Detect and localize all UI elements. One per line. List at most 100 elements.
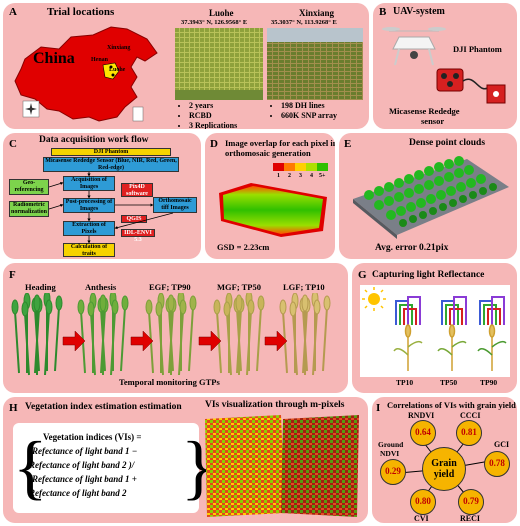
panel-d: D Image overlap for each pixel in orthom…	[205, 133, 335, 259]
panel-d-title-line2: orthomosaic generation	[225, 148, 311, 158]
site-luohe-bullets: 2 years RCBD 3 Replications	[179, 101, 237, 129]
box-pix4d: Pix4D software	[121, 183, 153, 197]
label-tp10: TP10	[396, 378, 414, 387]
vi-name-cvi: CVI	[414, 514, 429, 523]
workflow-arrows	[48, 172, 174, 244]
box-geo-referencing: Geo-referencing	[9, 179, 49, 195]
plant-anthesis	[77, 293, 129, 376]
box-qgis: QGIS	[121, 215, 147, 223]
grain-yield-label: Grain yield	[431, 458, 457, 480]
panel-d-title-line1: Image overlap for each pixel in	[225, 138, 335, 148]
xinxiang-field-image	[267, 28, 363, 100]
stage-anthesis: Anthesis	[85, 282, 117, 292]
panel-h: H Vegetation index estimation estimation…	[3, 397, 368, 523]
panel-h-title: Vegetation index estimation estimation	[25, 402, 182, 412]
panel-f-letter: F	[9, 269, 16, 281]
vi-circle-reci: 0.79	[458, 489, 484, 515]
panel-f-caption: Temporal monitoring GTPs	[119, 377, 220, 387]
plant-egf	[145, 293, 197, 376]
overlap-legend	[273, 163, 328, 171]
point-cloud-image	[353, 156, 509, 239]
box-idl-envi: IDL-ENVI 5.3	[121, 229, 155, 243]
sun-icon	[362, 287, 386, 311]
grain-yield-circle: Grain yield	[422, 447, 466, 491]
vi-name-ccci: CCCI	[460, 411, 481, 420]
bullet-item: RCBD	[189, 111, 237, 121]
panel-i: I Correlations of VIs with grain yield R…	[372, 397, 517, 523]
panel-g: G Capturing light Reflectance	[352, 263, 517, 393]
vi-value-ccci: 0.81	[461, 427, 477, 437]
formula-box: { Vegetation indices (VIs) = (Refectance…	[13, 423, 216, 513]
label-tp90: TP90	[480, 378, 498, 387]
panel-d-letter: D	[210, 138, 218, 150]
box-orthomosaic: Orthomosaic tiff Images	[153, 197, 197, 213]
formula-line-2: (Refectance of light band 1 −	[29, 446, 138, 456]
vi-name-ground-ndvi-2: NDVI	[380, 449, 400, 458]
formula-line-5: Refectance of light band 2	[29, 488, 127, 498]
site-xinxiang-coords: 35.3037° N, 113.9268° E	[271, 19, 337, 26]
map-label-xinxiang: Xinxiang	[107, 45, 131, 51]
plant-heading	[11, 293, 63, 376]
vi-value-cvi: 0.80	[415, 496, 431, 506]
bullet-item: 198 DH lines	[281, 101, 337, 111]
panel-g-title: Capturing light Reflectance	[372, 270, 485, 280]
reflectance-image	[362, 287, 507, 371]
legend-label-4: 4	[310, 173, 313, 179]
panel-c: C Data acquisition work flow DJI Phantom…	[3, 133, 201, 259]
vi-name-gci: GCI	[494, 440, 510, 449]
drone-image	[382, 27, 446, 66]
stage-mgf: MGF; TP50	[217, 282, 261, 292]
gsd-label: GSD = 2.23cm	[217, 242, 270, 252]
bullet-item: 660K SNP array	[281, 111, 337, 121]
dji-phantom-label: DJI Phantom	[453, 44, 502, 54]
panel-g-letter: G	[358, 269, 367, 281]
site-xinxiang-name: Xinxiang	[299, 8, 335, 18]
growth-stages-image	[11, 293, 331, 376]
vi-circle-ccci: 0.81	[456, 420, 482, 446]
box-dji-phantom: DJI Phantom	[51, 148, 171, 156]
box-sensor: Micasense Rededge Sensor (Blue, NIR, Red…	[43, 157, 179, 172]
vi-visualization-image	[205, 415, 359, 517]
formula-line-1: Vegetation indices (VIs) =	[43, 432, 142, 442]
map-label-china: China	[33, 50, 75, 67]
vi-name-ground-ndvi-1: Ground	[378, 440, 404, 449]
panel-c-title: Data acquisition work flow	[39, 135, 149, 145]
vi-value-reci: 0.79	[463, 496, 479, 506]
vi-circle-cvi: 0.80	[410, 489, 436, 515]
panel-e: E Dense point clouds Avg. error 0.21pix	[339, 133, 517, 259]
panel-e-title: Dense point clouds	[409, 138, 486, 148]
panel-e-letter: E	[344, 138, 352, 150]
vi-circle-gci: 0.78	[484, 451, 510, 477]
sensor-image	[436, 68, 506, 104]
bullet-item: 3 Replications	[189, 121, 237, 129]
panel-a: A Trial locations China Xinxiang Henan L…	[3, 3, 369, 129]
compass-icon	[22, 100, 40, 118]
formula-brace-left: {	[13, 427, 48, 507]
vi-circle-ground-ndvi: 0.29	[380, 459, 406, 485]
micasense-label-1: Micasense Rededge	[389, 106, 460, 116]
plant-lgf	[279, 293, 331, 376]
luohe-field-image	[175, 28, 263, 100]
vi-value-gci: 0.78	[489, 458, 505, 468]
box-radiometric: Radiometric normalization	[9, 201, 49, 217]
panel-b-letter: B	[379, 6, 387, 18]
panel-i-letter: I	[376, 402, 381, 414]
formula-line-4: (Refectance of light band 1 +	[29, 474, 137, 484]
panel-i-title: Correlations of VIs with grain yield	[387, 400, 516, 410]
legend-label-2: 2	[288, 173, 291, 179]
panel-c-letter: C	[9, 138, 17, 150]
label-tp50: TP50	[440, 378, 458, 387]
map-label-henan: Henan	[91, 57, 109, 63]
avg-error-label: Avg. error 0.21pix	[375, 243, 449, 253]
site-xinxiang-bullets: 198 DH lines 660K SNP array	[271, 101, 337, 121]
plant-mgf	[213, 293, 265, 376]
stage-egf: EGF; TP90	[149, 282, 191, 292]
legend-label-5: 5+	[319, 173, 326, 179]
stage-heading: Heading	[25, 282, 56, 292]
panel-a-title: Trial locations	[47, 6, 115, 18]
vi-name-reci: RECI	[460, 514, 481, 523]
vi-value-ground-ndvi: 0.29	[385, 466, 401, 476]
site-luohe-name: Luohe	[209, 8, 234, 18]
panel-a-letter: A	[9, 6, 17, 18]
vi-circle-rndvi: 0.64	[410, 420, 436, 446]
